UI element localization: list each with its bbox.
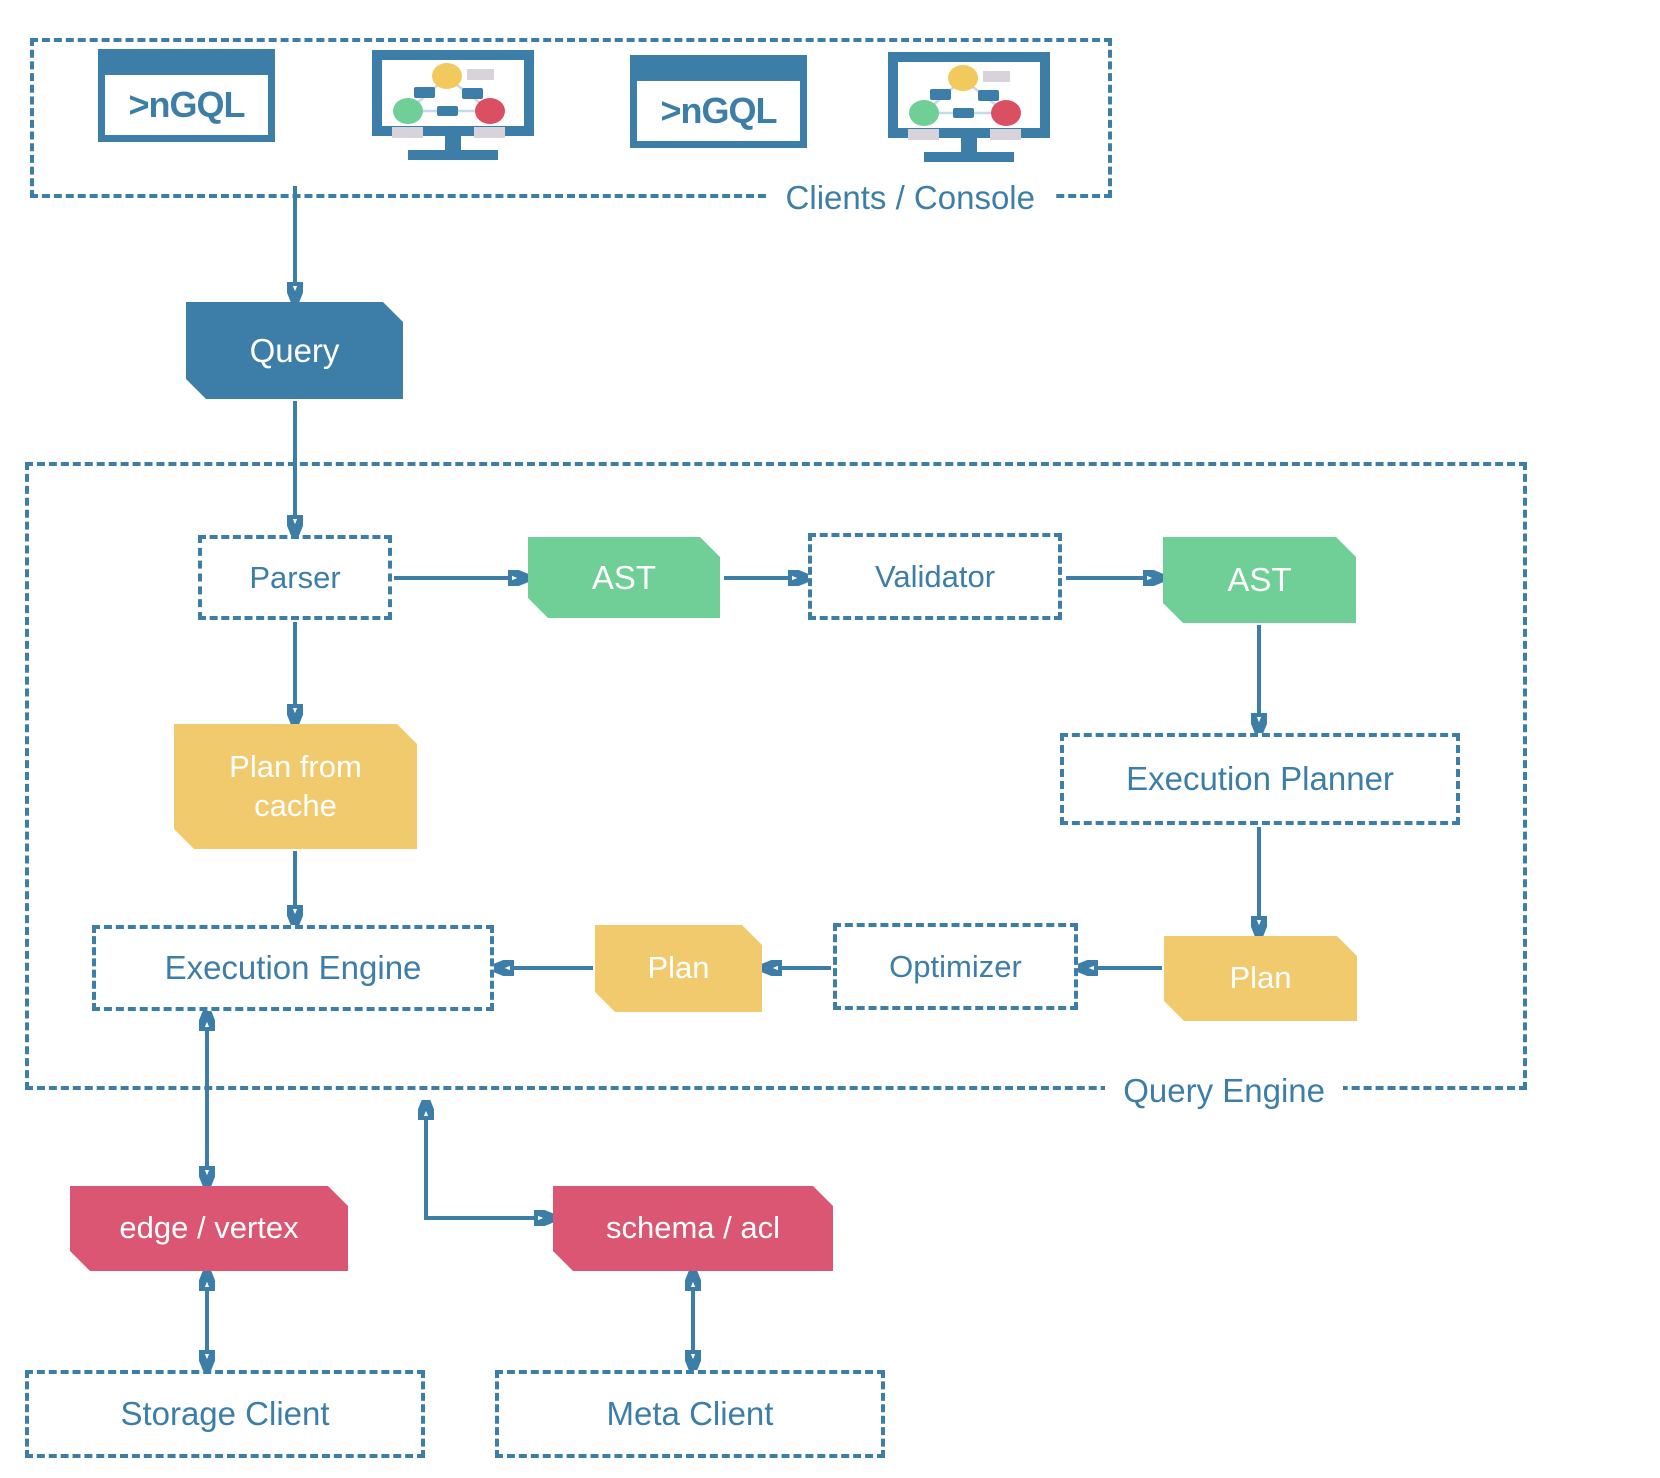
node-parser-label: Parser: [249, 559, 341, 595]
node-ast-2-label: AST: [1227, 561, 1292, 599]
node-validator-label: Validator: [874, 558, 996, 594]
ngql-prompt-label: >nGQL: [105, 75, 268, 135]
node-edge-vertex-label: edge / vertex: [119, 1210, 299, 1246]
terminal-window-icon: >nGQL: [98, 49, 275, 142]
query-engine-label: Query Engine: [1105, 1072, 1343, 1109]
node-execution-planner: Execution Planner: [1060, 733, 1460, 825]
node-optimizer-label: Optimizer: [889, 948, 1022, 984]
query-engine-group: Query Engine: [25, 462, 1527, 1109]
node-storage-client-label: Storage Client: [120, 1395, 330, 1432]
node-execution-engine-label: Execution Engine: [164, 949, 422, 986]
node-plan-optimized: Plan: [595, 925, 762, 1012]
node-plan-raw-label: Plan: [1229, 960, 1292, 996]
node-storage-client: Storage Client: [25, 1370, 425, 1458]
node-execution-planner-label: Execution Planner: [1126, 760, 1394, 797]
terminal-window-icon: >nGQL: [630, 55, 807, 148]
node-ast-1: AST: [528, 537, 720, 618]
ngql-prompt-label: >nGQL: [637, 81, 800, 141]
node-meta-client: Meta Client: [495, 1370, 885, 1458]
monitor-graph-icon: [888, 52, 1050, 162]
node-plan-optimized-label: Plan: [647, 950, 710, 986]
node-plan-from-cache-label: Plan from cache: [229, 748, 362, 823]
node-optimizer: Optimizer: [833, 923, 1078, 1010]
node-query: Query: [186, 302, 403, 399]
node-meta-client-label: Meta Client: [606, 1395, 774, 1432]
clients-console-group: Clients / Console: [30, 38, 1112, 216]
node-schema-acl-label: schema / acl: [605, 1210, 780, 1246]
node-query-label: Query: [249, 331, 340, 369]
node-plan-from-cache: Plan from cache: [174, 724, 417, 849]
node-validator: Validator: [808, 533, 1062, 620]
node-parser: Parser: [198, 535, 392, 620]
clients-console-label: Clients / Console: [767, 179, 1053, 216]
node-execution-engine: Execution Engine: [92, 925, 494, 1011]
node-ast-2: AST: [1163, 537, 1356, 623]
node-edge-vertex: edge / vertex: [70, 1186, 348, 1271]
arrow-engine-schema-acl: [426, 1116, 538, 1218]
node-schema-acl: schema / acl: [553, 1186, 833, 1271]
node-plan-raw: Plan: [1164, 936, 1357, 1021]
node-ast-1-label: AST: [591, 558, 657, 596]
monitor-graph-icon: [372, 50, 534, 160]
